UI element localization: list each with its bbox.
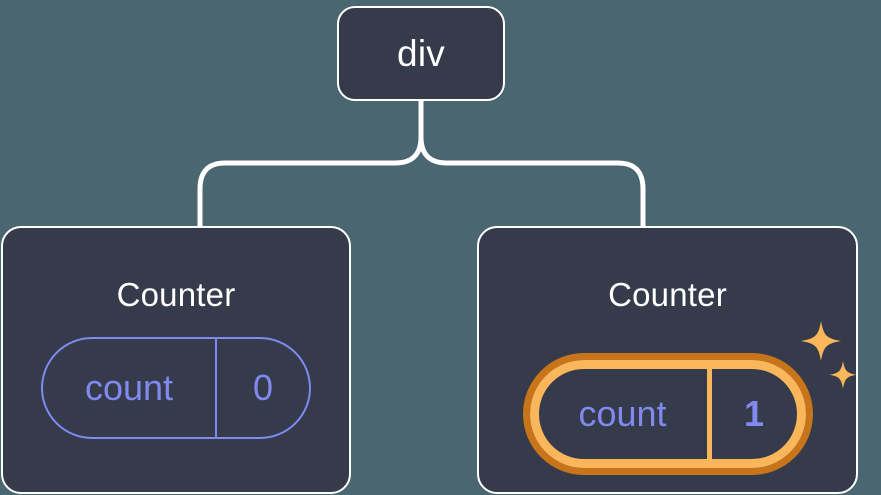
sparkle-large-icon	[800, 321, 841, 361]
sparkle-small-icon	[829, 361, 856, 389]
state-pill-right-wrapper: count 1	[522, 321, 856, 475]
node-counter-left[interactable]: Counter count 0	[1, 226, 351, 494]
connector-left-branch	[197, 98, 424, 231]
node-div-label: div	[397, 33, 445, 74]
state-pill-left[interactable]: count 0	[41, 337, 311, 439]
node-div[interactable]: div	[337, 6, 505, 101]
state-pill-left-value: 0	[215, 339, 309, 437]
state-pill-right-key: count	[578, 393, 667, 434]
state-pill-left-wrapper: count 0	[41, 337, 311, 439]
sparkle-group	[800, 321, 856, 389]
node-counter-right[interactable]: Counter count 1	[477, 226, 858, 494]
state-pill-left-key: count	[84, 367, 174, 408]
state-pill-right-value: 1	[706, 369, 797, 459]
node-counter-right-title: Counter	[608, 276, 727, 313]
state-pill-right: count 1	[529, 360, 806, 468]
node-counter-left-title: Counter	[116, 276, 236, 313]
connector-right-branch	[418, 98, 646, 231]
state-pill-right-highlight-ring[interactable]: count 1	[522, 353, 813, 475]
